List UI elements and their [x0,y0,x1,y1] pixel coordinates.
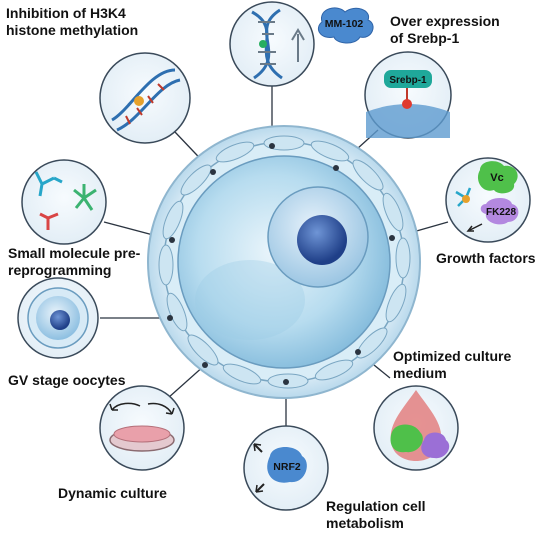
panel-srebp: Srebp-1 [364,51,452,139]
panel-dynamic [99,385,185,471]
vc-blob [477,161,518,194]
nrf2-label: NRF2 [273,461,301,473]
mm102-label: MM-102 [325,18,364,30]
granulosa-cells [158,135,411,389]
vc-label: Vc [490,172,503,184]
panel-h3k4 [99,52,191,144]
label-h3k4: Inhibition of H3K4 histone methylation [6,5,139,38]
fk228-label: FK228 [486,207,516,218]
fk228-blob [480,198,519,225]
label-dynamic-culture: Dynamic culture [58,485,167,501]
label-cell-metabolism: Regulation cell metabolism [326,498,426,531]
panel-gv-oocyte [17,277,99,359]
main-oocyte [147,125,421,399]
junction-dots [167,143,395,385]
connector-dynamic [167,364,206,399]
cytoplasm-shade [195,260,305,340]
srebp1-label: Srebp-1 [389,75,427,86]
panel-small-molecule [21,159,107,245]
panel-medium [373,385,459,471]
label-gv-stage: GV stage oocytes [8,372,126,388]
panel-growth: Vc FK228 [445,157,531,243]
nucleolus [297,215,347,265]
panel-metabolism: NRF2 [243,425,329,511]
panel-mm102 [229,1,315,87]
mm102-blob: MM-102 [318,7,374,44]
srebp1-box [384,70,432,88]
label-small-molecule: Small molecule pre- reprogramming [8,245,141,278]
label-srebp: Over expression of Srebp-1 [390,13,500,46]
label-optimized-medium: Optimized culture medium [393,348,512,381]
label-growth-factors: Growth factors [436,250,536,266]
